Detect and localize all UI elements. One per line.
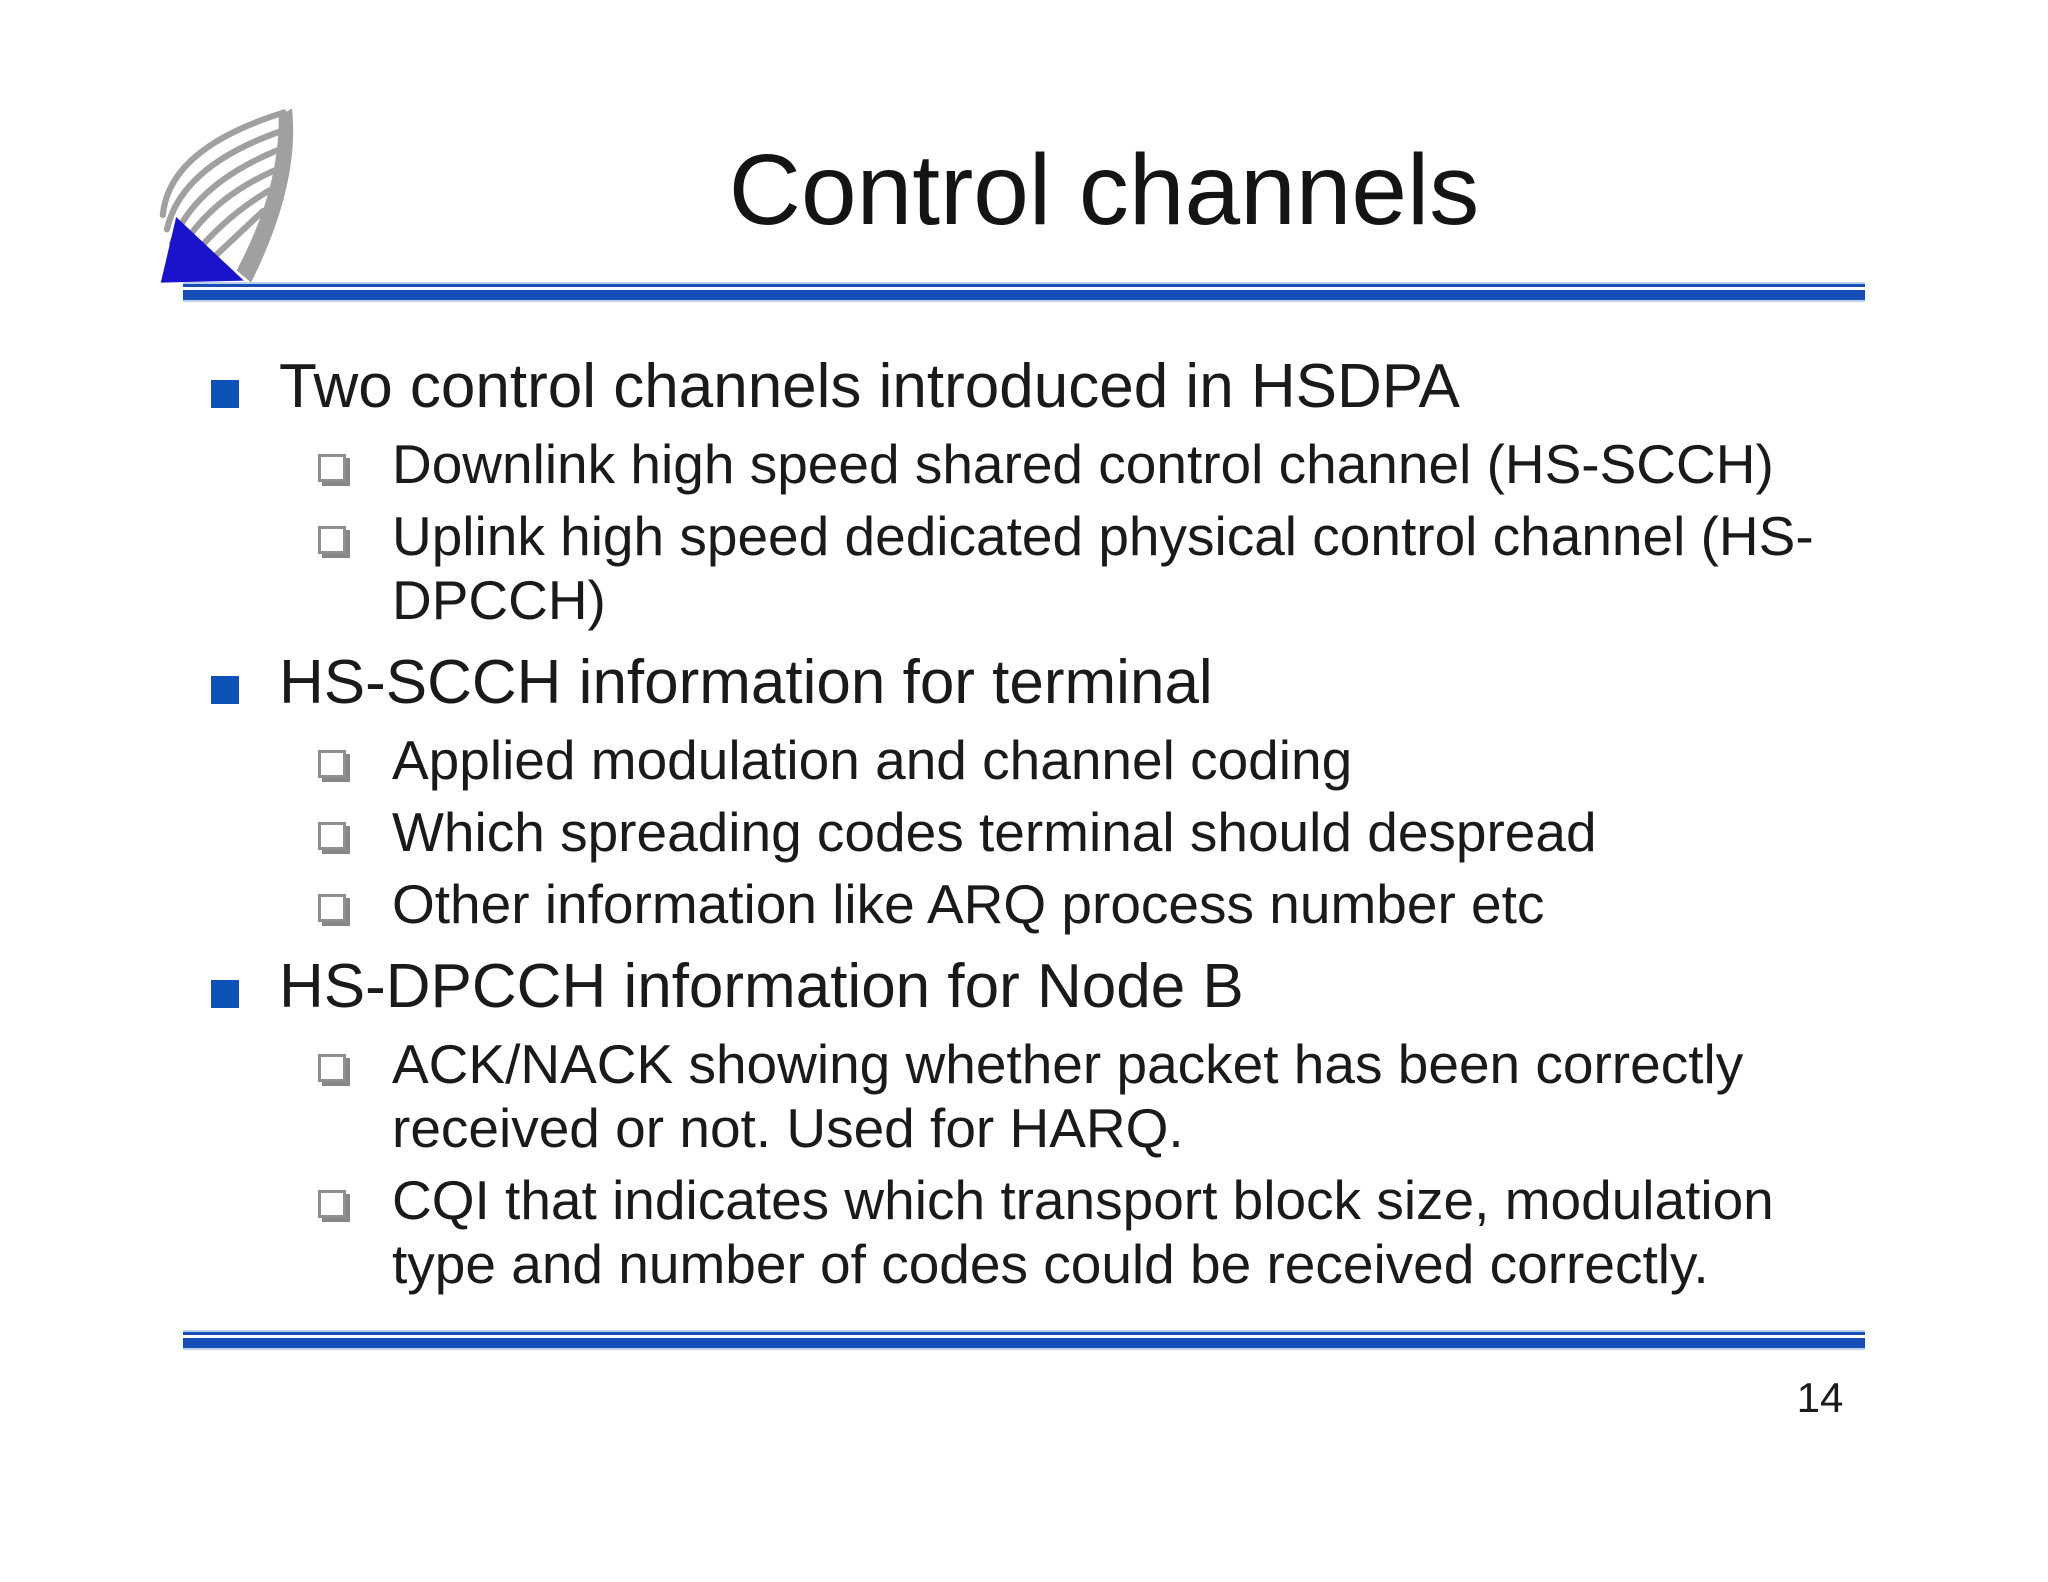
sub-bullet-item: Other information like ARQ process numbe… — [318, 872, 1948, 936]
bullet-item: HS-DPCCH information for Node B — [205, 950, 1948, 1024]
sub-bullet-text: Other information like ARQ process numbe… — [392, 873, 1545, 935]
sub-bullet-text: ACK/NACK showing whether packet has been… — [392, 1033, 1744, 1159]
slide-title: Control channels — [728, 134, 1480, 246]
bullet-text: Two control channels introduced in HSDPA — [279, 352, 1460, 421]
sub-bullet-item: Applied modulation and channel coding — [318, 728, 1948, 792]
sub-bullet-item: ACK/NACK showing whether packet has been… — [318, 1032, 1948, 1160]
slide-body: Two control channels introduced in HSDPA… — [205, 350, 1948, 1296]
header-divider — [183, 282, 1865, 302]
sub-bullet-item: Which spreading codes terminal should de… — [318, 800, 1948, 864]
shadowed-square-bullet-icon — [318, 1190, 346, 1218]
shadowed-square-bullet-icon — [318, 1054, 346, 1082]
bullet-text: HS-SCCH information for terminal — [279, 648, 1213, 717]
bullet-text: HS-DPCCH information for Node B — [279, 952, 1244, 1021]
sub-bullet-item: Uplink high speed dedicated physical con… — [318, 504, 1948, 632]
shadowed-square-bullet-icon — [318, 750, 346, 778]
footer-divider — [183, 1330, 1865, 1350]
sub-bullet-item: Downlink high speed shared control chann… — [318, 432, 1948, 496]
bullet-item: HS-SCCH information for terminal — [205, 646, 1948, 720]
sub-bullet-text: Downlink high speed shared control chann… — [392, 433, 1774, 495]
shadowed-square-bullet-icon — [318, 822, 346, 850]
sub-bullet-text: Uplink high speed dedicated physical con… — [392, 505, 1814, 631]
sub-bullet-item: CQI that indicates which transport block… — [318, 1168, 1948, 1296]
shadowed-square-bullet-icon — [318, 894, 346, 922]
university-wing-logo-icon — [159, 108, 294, 283]
solid-square-bullet-icon — [211, 676, 239, 704]
sub-bullet-text: Applied modulation and channel coding — [392, 729, 1353, 791]
sub-bullet-text: CQI that indicates which transport block… — [392, 1169, 1774, 1295]
page-number: 14 — [1796, 1374, 1844, 1421]
sub-bullet-text: Which spreading codes terminal should de… — [392, 801, 1597, 863]
bullet-item: Two control channels introduced in HSDPA — [205, 350, 1948, 424]
solid-square-bullet-icon — [211, 380, 239, 408]
solid-square-bullet-icon — [211, 980, 239, 1008]
shadowed-square-bullet-icon — [318, 526, 346, 554]
logo-blue-triangle — [160, 217, 244, 283]
shadowed-square-bullet-icon — [318, 454, 346, 482]
